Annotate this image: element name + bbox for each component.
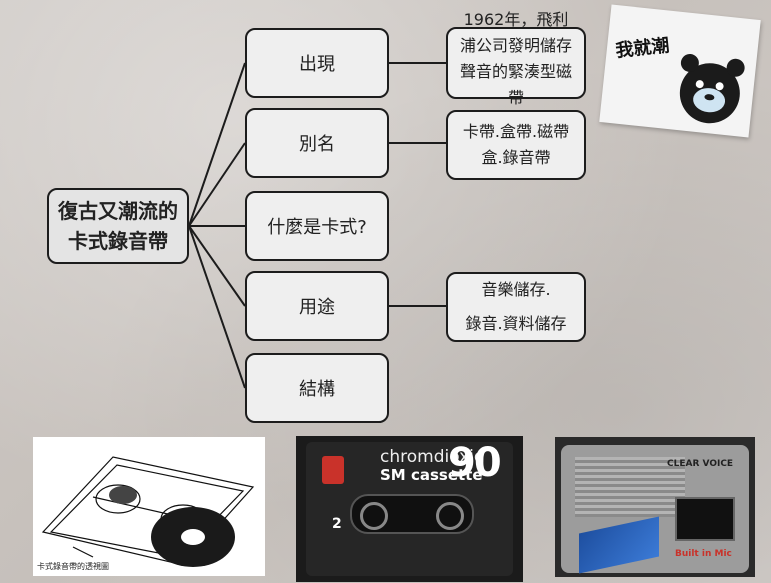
recorder-label-mic: Built in Mic (675, 549, 732, 559)
recorder-label-clear-voice: CLEAR VOICE (667, 459, 734, 469)
root-node: 復古又潮流的 卡式錄音帶 (47, 188, 189, 264)
recorder-window (675, 497, 735, 541)
cassette-photo: chromdioxid SM cassette 90 2 (296, 436, 523, 582)
branch-usage: 用途 (245, 271, 389, 341)
schematic-caption: 卡式錄音帶的透視圖 (37, 562, 109, 571)
leaf-appearance-line4: 帶 (507, 88, 524, 107)
leaf-alias-line2: 盒.錄音帶 (481, 148, 551, 167)
branch-what-is-cassette: 什麼是卡式? (245, 191, 389, 261)
leaf-appearance-line3: 聲音的緊湊型磁 (459, 62, 572, 81)
branch-alias: 別名 (245, 108, 389, 178)
branch-alias-label: 別名 (299, 134, 335, 155)
leaf-alias-line1: 卡帶.盒帶.磁帶 (462, 122, 570, 141)
root-title-line1: 復古又潮流的 (58, 199, 178, 223)
cassette-line-drawing (41, 456, 255, 567)
recorder-photo: CLEAR VOICE Built in Mic (555, 437, 755, 577)
branch-what-is-cassette-label: 什麼是卡式? (267, 217, 367, 238)
branch-structure-label: 結構 (299, 379, 335, 400)
cassette-length: 90 (448, 440, 502, 486)
leaf-appearance: 1962年，飛利 浦公司發明儲存 聲音的緊湊型磁 帶 (446, 10, 586, 107)
cassette-schematic-image: 卡式錄音帶的透視圖 (33, 437, 265, 576)
tape-window (350, 494, 474, 534)
root-title-line2: 卡式錄音帶 (68, 229, 168, 253)
leaf-usage: 音樂儲存. 錄音.資料儲存 (446, 272, 586, 342)
cassette-side: 2 (332, 516, 342, 532)
brand-mark-icon (322, 456, 344, 484)
branch-appearance: 出現 (245, 28, 389, 98)
branch-appearance-label: 出現 (299, 54, 335, 75)
leaf-usage-line2: 錄音.資料儲存 (465, 314, 567, 333)
cassette-brand: chromdioxid (380, 447, 485, 467)
leaf-usage-line1: 音樂儲存. (481, 280, 551, 299)
sticker-text: 我就潮 (614, 35, 671, 62)
leaf-alias: 卡帶.盒帶.磁帶 盒.錄音帶 (446, 110, 586, 180)
leaf-appearance-line1: 1962年，飛利 (463, 10, 569, 29)
branch-structure: 結構 (245, 353, 389, 423)
cassette-model: SM cassette (380, 466, 483, 484)
bear-mascot-icon (679, 53, 745, 124)
leaf-appearance-line2: 浦公司發明儲存 (459, 36, 572, 55)
branch-usage-label: 用途 (299, 297, 335, 318)
mascot-sticker: 我就潮 (599, 4, 761, 138)
